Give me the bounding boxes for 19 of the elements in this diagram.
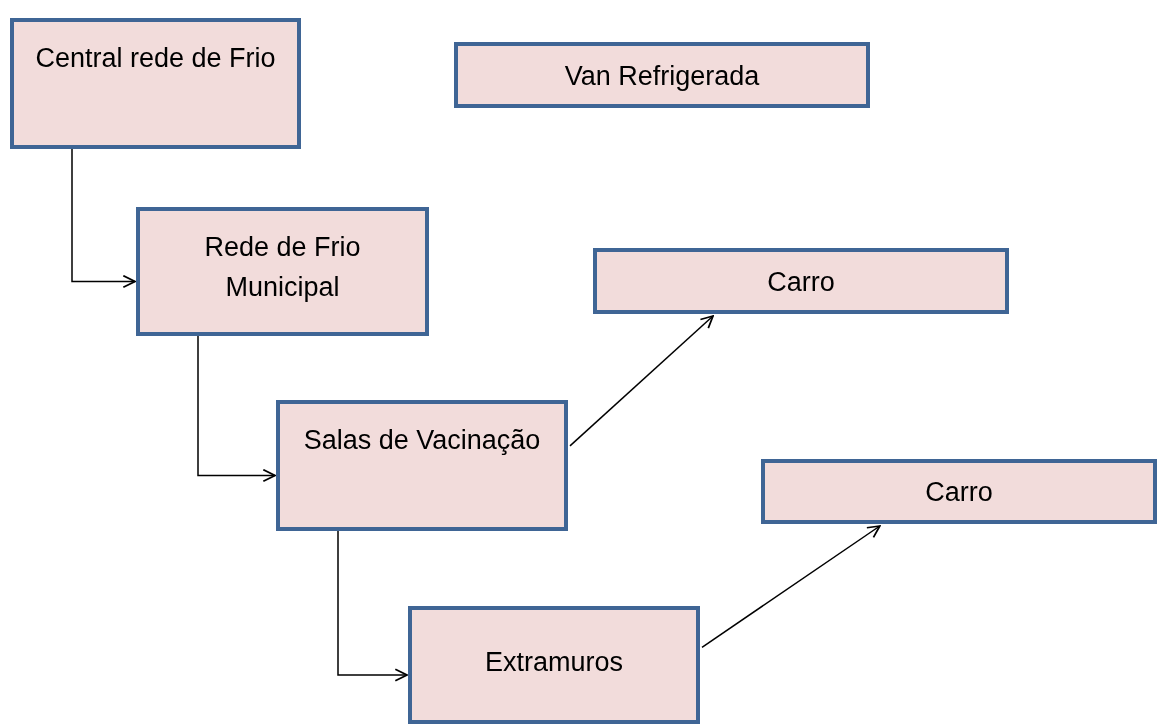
arrow	[197, 335, 276, 483]
process-box	[276, 400, 568, 531]
process-box	[136, 207, 429, 336]
box-label: Central rede de Frio	[34, 42, 277, 75]
process-box	[761, 459, 1157, 524]
box-label: Salas de Vacinação	[302, 424, 542, 457]
arrow	[701, 525, 881, 649]
box-label: Van Refrigerada	[563, 60, 761, 93]
arrow	[71, 148, 136, 289]
arrow	[569, 315, 714, 447]
box-label: Carro	[924, 476, 994, 509]
process-box	[454, 42, 870, 108]
process-box	[10, 18, 301, 149]
box-label: Rede de Frio Municipal	[203, 231, 362, 304]
process-box	[593, 248, 1009, 314]
box-label: Extramuros	[483, 646, 624, 679]
box-label: Carro	[766, 266, 836, 299]
arrow	[337, 530, 408, 682]
process-box	[408, 606, 700, 724]
